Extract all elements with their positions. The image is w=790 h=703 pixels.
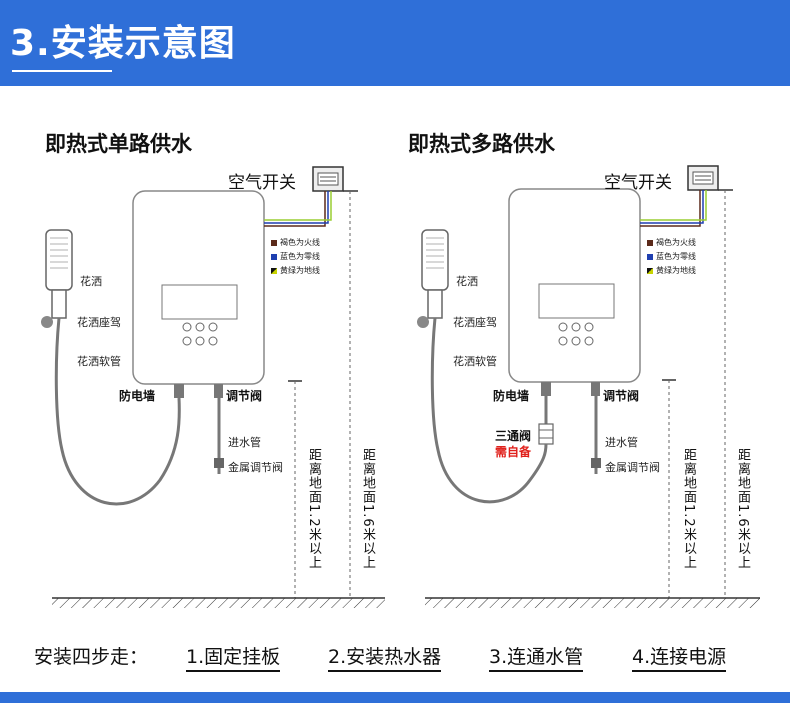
heater-display-left bbox=[161, 284, 238, 320]
heater-display-right bbox=[538, 283, 615, 319]
air-switch-label-right: 空气开关 bbox=[604, 173, 672, 193]
distance-label-16-right: 距离地面1.6米以上 bbox=[735, 448, 750, 570]
shower-hose-right bbox=[430, 317, 548, 504]
legend-neutral: 蓝色为零线 bbox=[656, 252, 696, 261]
shower-hose-left bbox=[54, 317, 181, 506]
distance-label-16-left: 距离地面1.6米以上 bbox=[360, 448, 375, 570]
label-shower-head: 花洒 bbox=[80, 275, 102, 288]
label-shower-holder: 花洒座驾 bbox=[453, 316, 497, 329]
legend-swatch-blue bbox=[271, 253, 277, 260]
legend-swatch-yellowgreen bbox=[647, 267, 653, 274]
floor-left bbox=[52, 598, 385, 608]
steps-intro: 安装四步走： bbox=[34, 646, 149, 668]
label-inlet-pipe: 进水管 bbox=[228, 436, 261, 449]
header-banner: 3.安装示意图 bbox=[0, 0, 790, 86]
section-title: 3.安装示意图 bbox=[10, 23, 236, 64]
legend-live: 褐色为火线 bbox=[280, 238, 320, 247]
legend-swatch-yellowgreen bbox=[271, 267, 277, 274]
install-steps: 安装四步走： 1.固定挂板 2.安装热水器 3.连通水管 4.连接电源 bbox=[0, 634, 790, 680]
label-anti-shock-wall: 防电墙 bbox=[493, 389, 530, 403]
floor-right bbox=[425, 598, 760, 608]
label-shower-head: 花洒 bbox=[456, 275, 478, 288]
metal-valve-right bbox=[591, 458, 601, 468]
right-panel-drawing bbox=[417, 165, 760, 608]
inlet-fitting-right bbox=[591, 382, 600, 396]
label-shower-hose: 花洒软管 bbox=[77, 355, 121, 368]
legend-live: 褐色为火线 bbox=[656, 238, 696, 247]
label-adjust-valve: 调节阀 bbox=[226, 389, 263, 403]
heater-buttons-right bbox=[558, 322, 594, 346]
inlet-fitting-left bbox=[214, 384, 223, 398]
label-metal-valve: 金属调节阀 bbox=[228, 461, 283, 474]
panel-title-right: 即热式多路供水 bbox=[408, 132, 555, 156]
step-4: 4.连接电源 bbox=[632, 642, 727, 672]
three-way-valve bbox=[538, 423, 554, 445]
legend-swatch-brown bbox=[271, 239, 277, 246]
label-shower-hose: 花洒软管 bbox=[453, 355, 497, 368]
outlet-fitting-left bbox=[174, 384, 184, 398]
shower-holder-left bbox=[41, 316, 53, 328]
legend-swatch-blue bbox=[647, 253, 653, 260]
air-switch-label-left: 空气开关 bbox=[228, 173, 296, 193]
title-underline bbox=[12, 70, 112, 72]
legend-ground: 黄绿为地线 bbox=[656, 266, 696, 275]
step-2: 2.安装热水器 bbox=[328, 642, 442, 672]
shower-head-left bbox=[45, 229, 73, 291]
legend-neutral: 蓝色为零线 bbox=[280, 252, 320, 261]
legend-ground: 黄绿为地线 bbox=[280, 266, 320, 275]
legend-swatch-brown bbox=[647, 239, 653, 246]
heater-buttons-left bbox=[182, 322, 218, 346]
label-three-way-valve: 三通阀 bbox=[495, 429, 532, 443]
label-metal-valve: 金属调节阀 bbox=[605, 461, 660, 474]
panel-title-left: 即热式单路供水 bbox=[45, 132, 192, 156]
shower-head-right bbox=[421, 229, 449, 291]
label-self-provided: 需自备 bbox=[495, 445, 532, 459]
label-inlet-pipe: 进水管 bbox=[605, 436, 638, 449]
label-shower-holder: 花洒座驾 bbox=[77, 316, 121, 329]
step-1: 1.固定挂板 bbox=[186, 642, 281, 672]
label-adjust-valve: 调节阀 bbox=[603, 389, 640, 403]
distance-label-12-left: 距离地面1.2米以上 bbox=[306, 448, 321, 570]
outlet-fitting-right bbox=[541, 382, 551, 396]
left-panel-drawing bbox=[41, 166, 385, 608]
metal-valve-left bbox=[214, 458, 224, 468]
distance-label-12-right: 距离地面1.2米以上 bbox=[681, 448, 696, 570]
label-anti-shock-wall: 防电墙 bbox=[119, 389, 156, 403]
step-3: 3.连通水管 bbox=[489, 642, 584, 672]
shower-holder-right bbox=[417, 316, 429, 328]
bottom-accent-bar bbox=[0, 692, 790, 703]
